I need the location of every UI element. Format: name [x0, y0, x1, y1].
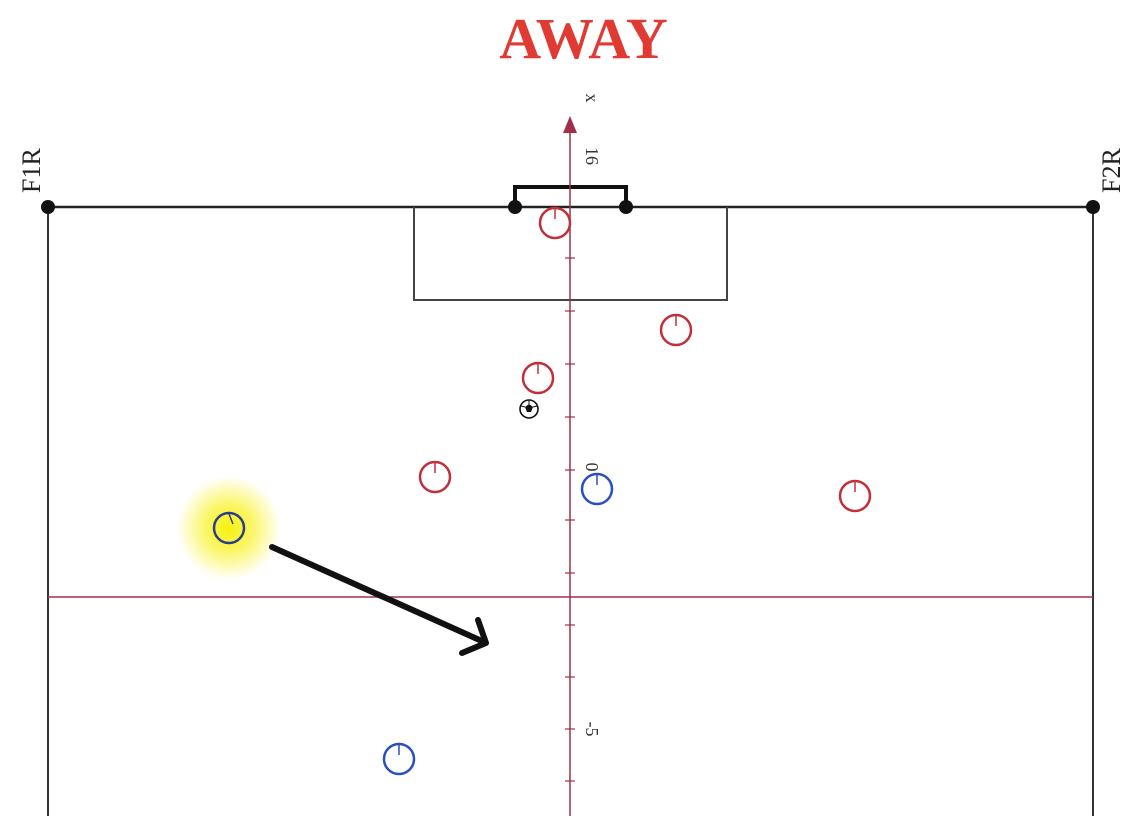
x-axis-ticks [565, 257, 575, 782]
home-player-marker[interactable] [580, 472, 614, 506]
soccer-ball-icon[interactable] [519, 399, 539, 419]
highlight-glow [177, 476, 281, 580]
away-player-marker[interactable] [838, 479, 872, 513]
corner-marker-left [41, 200, 55, 214]
corner-marker-right [1086, 200, 1100, 214]
pass-arrow-icon [269, 544, 489, 656]
axis-tick-label-minus-5: -5 [582, 722, 602, 737]
goal-post-right [619, 200, 633, 214]
home-player-marker-highlighted[interactable] [212, 511, 246, 545]
axis-tick-label-0: 0 [582, 463, 602, 472]
x-axis-arrowhead-icon [563, 116, 577, 133]
x-axis-label: x [582, 94, 602, 103]
away-player-marker[interactable] [418, 460, 452, 494]
away-player-marker[interactable] [538, 206, 572, 240]
corner-label-left: F1R [17, 148, 46, 193]
home-players [212, 472, 614, 776]
away-players [418, 206, 872, 513]
corner-label-right: F2R [1097, 148, 1126, 193]
away-player-marker[interactable] [521, 361, 555, 395]
home-player-marker[interactable] [382, 742, 416, 776]
away-player-marker[interactable] [659, 313, 693, 347]
page-title: AWAY [499, 6, 668, 71]
goal-post-left [508, 200, 522, 214]
axis-tick-label-16: 16 [582, 147, 602, 165]
